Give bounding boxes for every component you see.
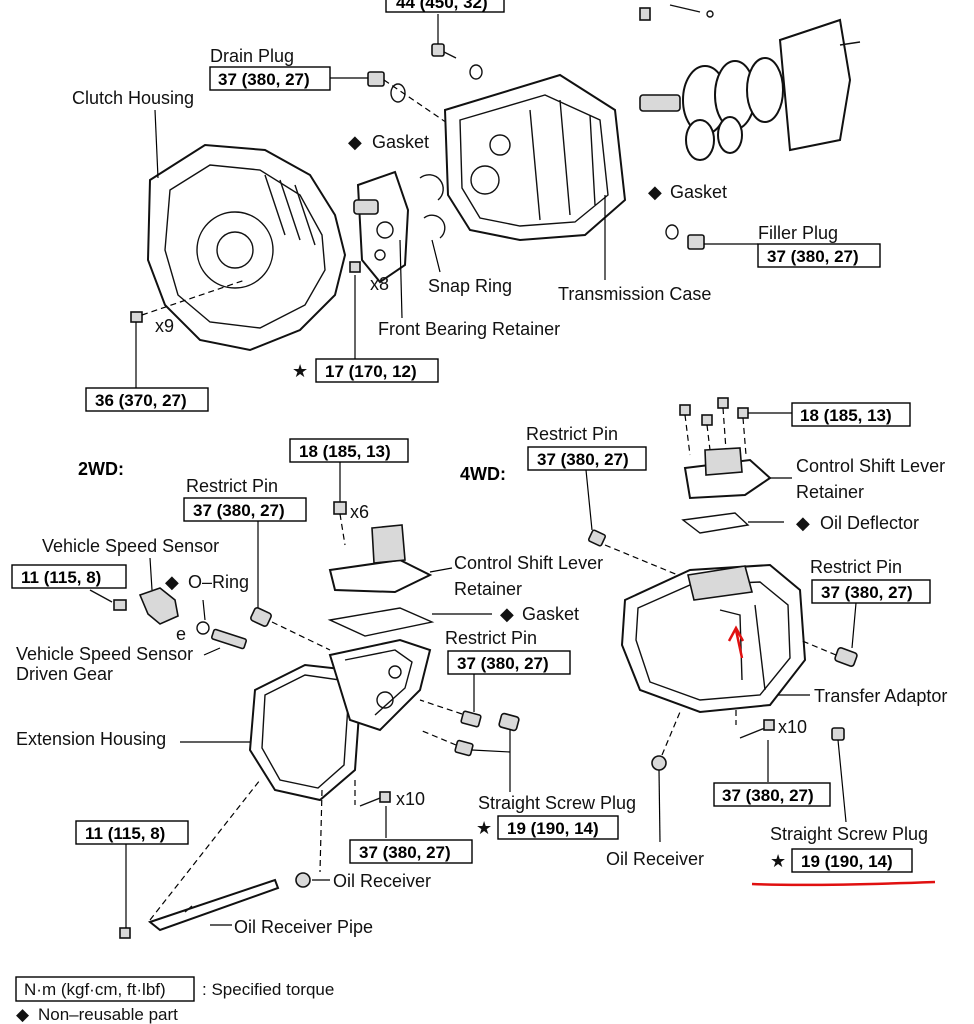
snap-ring-drawing — [419, 174, 446, 273]
label-restrict-pin-4wd-top: Restrict Pin — [526, 424, 618, 444]
restrict-pin-2wd-left-drawing — [250, 521, 331, 651]
gasket-2wd-drawing — [327, 607, 492, 637]
torque-oil-receiver-pipe: 11 (115, 8) — [85, 824, 165, 843]
label-clip-letter: e — [176, 624, 186, 644]
label-oil-deflector: Oil Deflector — [820, 513, 919, 533]
torque-straight-screw-plug-4wd: 19 (190, 14) — [801, 852, 893, 871]
red-underline-annotation — [751, 880, 936, 887]
torque-filler-plug: 37 (380, 27) — [767, 247, 859, 266]
legend-torque-text: : Specified torque — [202, 980, 334, 999]
label-gasket-top: Gasket — [372, 132, 429, 152]
control-shift-bolts-2wd-drawing — [333, 462, 347, 546]
vehicle-speed-sensor-drawing — [89, 587, 247, 650]
symbol-gasket-2wd: ◆ — [500, 604, 514, 624]
label-vss-driven-gear-2: Driven Gear — [16, 664, 113, 684]
extension-housing-drawing — [180, 638, 432, 802]
torque-restrict-pin-2wd-left: 37 (380, 27) — [193, 501, 285, 520]
label-straight-screw-plug-4wd: Straight Screw Plug — [770, 824, 928, 844]
label-front-bearing-retainer: Front Bearing Retainer — [378, 319, 560, 339]
label-vss-driven-gear-1: Vehicle Speed Sensor — [16, 644, 193, 664]
transmission-case-drawing — [443, 73, 627, 280]
label-gasket-2wd: Gasket — [522, 604, 579, 624]
front-bearing-retainer-drawing — [349, 170, 410, 360]
symbol-precoated-4wd: ★ — [770, 851, 786, 871]
label-oil-receiver-pipe: Oil Receiver Pipe — [234, 917, 373, 937]
legend-torque-unit: N·m (kgf·cm, ft·lbf) — [24, 980, 166, 999]
torque-restrict-pin-4wd-right: 37 (380, 27) — [821, 583, 913, 602]
clutch-housing-drawing — [146, 143, 347, 352]
label-x8: x8 — [370, 274, 389, 294]
label-x10-2wd: x10 — [396, 789, 425, 809]
top-bolt-drawing — [431, 14, 483, 80]
restrict-pin-4wd-right-drawing — [799, 602, 858, 667]
symbol-gasket-right: ◆ — [648, 182, 662, 202]
label-o-ring: O–Ring — [188, 572, 249, 592]
label-gasket-right: Gasket — [670, 182, 727, 202]
restrict-pin-4wd-top-drawing — [585, 469, 691, 581]
label-snap-ring: Snap Ring — [428, 276, 512, 296]
torque-restrict-pin-2wd-mid: 37 (380, 27) — [457, 654, 549, 673]
drain-plug-drawing — [330, 71, 451, 126]
label-extension-housing: Extension Housing — [16, 729, 166, 749]
label-transmission-case: Transmission Case — [558, 284, 711, 304]
torque-control-shift-4wd: 18 (185, 13) — [800, 406, 892, 425]
label-restrict-pin-2wd-left: Restrict Pin — [186, 476, 278, 496]
label-restrict-pin-4wd-right: Restrict Pin — [810, 557, 902, 577]
label-csl-retainer-2wd-1: Control Shift Lever — [454, 553, 603, 573]
control-shift-bolts-4wd-drawing — [679, 397, 792, 456]
torque-vehicle-speed-sensor: 11 (115, 8) — [21, 568, 101, 587]
oil-receiver-pipe-drawing — [119, 779, 280, 939]
symbol-o-ring: ◆ — [165, 572, 179, 592]
label-clutch-housing: Clutch Housing — [72, 88, 194, 108]
label-straight-screw-plug-2wd: Straight Screw Plug — [478, 793, 636, 813]
oil-deflector-drawing — [681, 512, 784, 534]
torque-front-bearing-retainer: 17 (170, 12) — [325, 362, 417, 381]
extension-bolts-2wd-drawing — [354, 780, 391, 838]
label-section-2wd: 2WD: — [78, 459, 124, 479]
label-x10-4wd: x10 — [778, 717, 807, 737]
label-restrict-pin-2wd-mid: Restrict Pin — [445, 628, 537, 648]
transfer-adaptor-drawing — [620, 563, 810, 714]
control-shift-retainer-4wd-drawing — [683, 447, 792, 500]
torque-restrict-pin-4wd-top: 37 (380, 27) — [537, 450, 629, 469]
restrict-pin-2wd-mid-drawing — [419, 674, 482, 728]
torque-top-partial: 44 (450, 32) — [396, 0, 488, 12]
label-csl-retainer-4wd-1: Control Shift Lever — [796, 456, 945, 476]
red-arrow-annotation — [727, 625, 745, 659]
label-csl-retainer-2wd-2: Retainer — [454, 579, 522, 599]
legend-non-reusable-symbol: ◆ — [16, 1005, 30, 1024]
torque-transfer-adaptor-bolts: 37 (380, 27) — [722, 786, 814, 805]
label-drain-plug: Drain Plug — [210, 46, 294, 66]
label-vehicle-speed-sensor: Vehicle Speed Sensor — [42, 536, 219, 556]
straight-screw-plug-2wd-drawing — [419, 712, 520, 792]
symbol-precoated-2wd: ★ — [476, 818, 492, 838]
label-x6: x6 — [350, 502, 369, 522]
clutch-bolt-drawing — [130, 279, 246, 388]
label-x9: x9 — [155, 316, 174, 336]
torque-clutch-bolts: 36 (370, 27) — [95, 391, 187, 410]
torque-straight-screw-plug-2wd: 19 (190, 14) — [507, 819, 599, 838]
label-oil-receiver-2wd: Oil Receiver — [333, 871, 431, 891]
legend-non-reusable-text: Non–reusable part — [38, 1005, 178, 1024]
torque-drain-plug: 37 (380, 27) — [218, 70, 310, 89]
symbol-oil-deflector: ◆ — [796, 513, 810, 533]
torque-control-shift-2wd: 18 (185, 13) — [299, 442, 391, 461]
oil-receiver-2wd-drawing — [295, 789, 330, 888]
control-shift-retainer-2wd-drawing — [328, 524, 453, 594]
label-csl-retainer-4wd-2: Retainer — [796, 482, 864, 502]
transfer-bolts-4wd-drawing — [735, 710, 775, 782]
symbol-gasket-top: ◆ — [348, 132, 362, 152]
filler-plug-drawing — [665, 224, 758, 250]
gear-train-drawing — [639, 4, 861, 161]
label-section-4wd: 4WD: — [460, 464, 506, 484]
label-transfer-adaptor: Transfer Adaptor — [814, 686, 947, 706]
label-oil-receiver-4wd: Oil Receiver — [606, 849, 704, 869]
label-filler-plug: Filler Plug — [758, 223, 838, 243]
oil-receiver-4wd-drawing — [651, 711, 681, 843]
symbol-precoated-fbr: ★ — [292, 361, 308, 381]
torque-extension-bolts: 37 (380, 27) — [359, 843, 451, 862]
straight-screw-plug-4wd-drawing — [831, 727, 847, 823]
